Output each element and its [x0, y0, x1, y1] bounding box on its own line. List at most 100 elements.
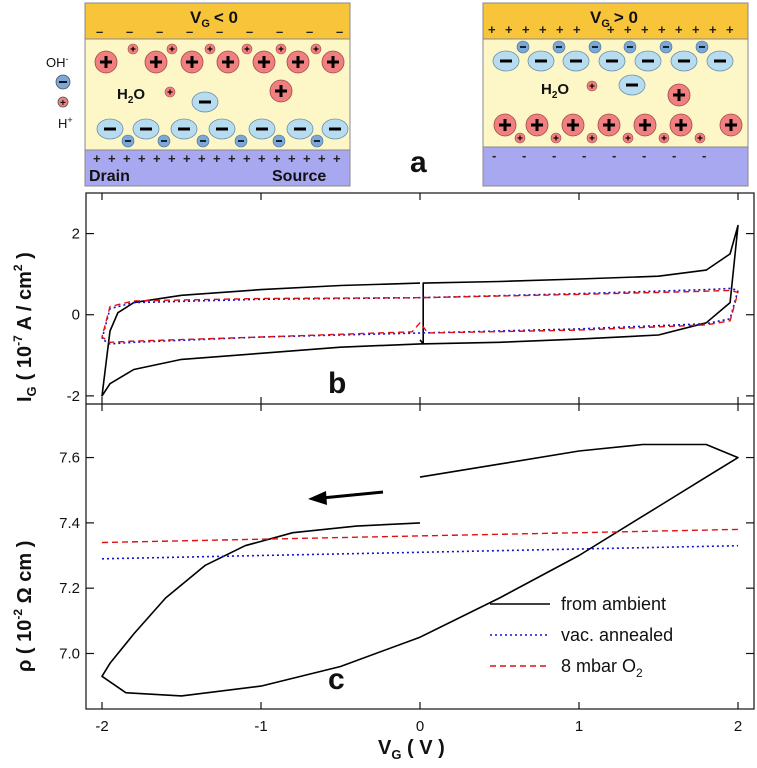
cation-icon [667, 83, 691, 107]
cation-icon [493, 113, 517, 137]
panel-b-gate-current: 2 0 -2 [67, 193, 754, 405]
anion-icon [706, 50, 734, 72]
channel-plus-sign: + [243, 151, 251, 166]
legend-label-ambient: from ambient [561, 594, 666, 614]
hydroxide-icon [196, 134, 210, 148]
gate-minus-sign: – [276, 24, 283, 39]
cation-icon [180, 50, 204, 74]
channel-plus-sign: + [303, 151, 311, 166]
panel-label-c: c [328, 663, 345, 696]
gate-charge-signs-left: ––––––––– [96, 24, 343, 39]
gate-plus-sign: + [522, 22, 530, 37]
x-tick-label: 1 [575, 718, 583, 735]
gate-plus-sign: + [658, 22, 666, 37]
hydroxide-icon [659, 40, 673, 54]
panel-label-b: b [328, 367, 346, 400]
cation-icon [525, 113, 549, 137]
channel-charge-signs-right: -------- [492, 148, 706, 163]
proton-icon [241, 43, 253, 55]
series-solid [101, 224, 739, 397]
channel-plus-sign: + [168, 151, 176, 166]
source-label: Source [272, 168, 326, 185]
gate-plus-sign: + [675, 22, 683, 37]
cation-icon [719, 113, 743, 137]
proton-icon [164, 86, 176, 98]
proton-icon [550, 132, 562, 144]
proton-icon [166, 43, 178, 55]
sweep-direction-arrow [308, 490, 384, 505]
channel-charge-signs-left: +++++++++++++++++ [93, 151, 341, 166]
anion-icon [670, 50, 698, 72]
schematic-left: VG< 0 ––––––––– H2O +++++++++++++++++ Dr… [84, 2, 351, 187]
anion-icon [634, 50, 662, 72]
anion-icon [321, 118, 349, 140]
anion-icon [208, 118, 236, 140]
channel-plus-sign: + [333, 151, 341, 166]
water-label-left: H2O [117, 86, 145, 106]
channel-minus-sign: - [582, 148, 586, 163]
channel-plus-sign: + [318, 151, 326, 166]
channel-plus-sign: + [228, 151, 236, 166]
legend: from ambient vac. annealed 8 mbar O2 [490, 594, 673, 680]
hydroxide-icon [695, 40, 709, 54]
channel-plus-sign: + [288, 151, 296, 166]
anion-icon [248, 118, 276, 140]
cation-icon [597, 113, 621, 137]
gate-plus-sign: + [539, 22, 547, 37]
y-tick-label: 2 [72, 226, 80, 243]
gate-plus-sign: + [641, 22, 649, 37]
x-tick-label: 0 [416, 718, 424, 735]
anion-icon [96, 118, 124, 140]
channel-plus-sign: + [138, 151, 146, 166]
y-tick-label: 7.6 [59, 450, 80, 467]
proton-icon [204, 43, 216, 55]
anion-icon [191, 91, 219, 113]
gate-plus-sign: + [709, 22, 717, 37]
gate-plus-sign: + [488, 22, 496, 37]
gate-charge-signs-right: ++++++++++++++ [488, 22, 734, 37]
h-ion-icon [57, 96, 69, 108]
cation-icon [269, 79, 293, 103]
channel-plus-sign: + [108, 151, 116, 166]
channel-minus-sign: - [522, 148, 526, 163]
proton-icon [586, 132, 598, 144]
series-dotted [101, 287, 739, 345]
gate-plus-sign: + [607, 22, 615, 37]
channel-plus-sign: + [93, 151, 101, 166]
proton-icon [310, 43, 322, 55]
h-ion-plus: + [60, 98, 66, 109]
channel-plus-sign: + [213, 151, 221, 166]
channel-minus-sign: - [702, 148, 706, 163]
hydroxide-icon [272, 134, 286, 148]
gate-minus-sign: – [126, 24, 133, 39]
proton-icon [586, 80, 598, 92]
channel-plus-sign: + [273, 151, 281, 166]
x-tick-label: 2 [734, 718, 742, 735]
schematic-right: VG> 0 ++++++++++++++ H2O -------- [482, 2, 749, 187]
hydroxide-icon [588, 40, 602, 54]
channel-minus-sign: - [672, 148, 676, 163]
gate-minus-sign: – [306, 24, 313, 39]
x-tick-label: -1 [254, 718, 267, 735]
hydroxide-icon [623, 40, 637, 54]
ions-left [94, 43, 349, 148]
channel-minus-sign: - [612, 148, 616, 163]
channel-left [84, 149, 351, 187]
proton-icon [514, 132, 526, 144]
drain-label: Drain [89, 168, 130, 185]
anion-icon [618, 74, 646, 96]
gate-plus-sign: + [726, 22, 734, 37]
gate-minus-sign: – [336, 24, 343, 39]
anion-icon [598, 50, 626, 72]
hydroxide-icon [516, 40, 530, 54]
gate-layer-right [482, 2, 749, 40]
gate-minus-sign: – [96, 24, 103, 39]
y-tick-label: 0 [72, 307, 80, 324]
cation-icon [216, 50, 240, 74]
channel-plus-sign: + [198, 151, 206, 166]
gate-minus-sign: – [246, 24, 253, 39]
y-tick-label: -2 [67, 388, 80, 405]
y-tick-label: 7.2 [59, 580, 80, 597]
gate-minus-sign: – [186, 24, 193, 39]
